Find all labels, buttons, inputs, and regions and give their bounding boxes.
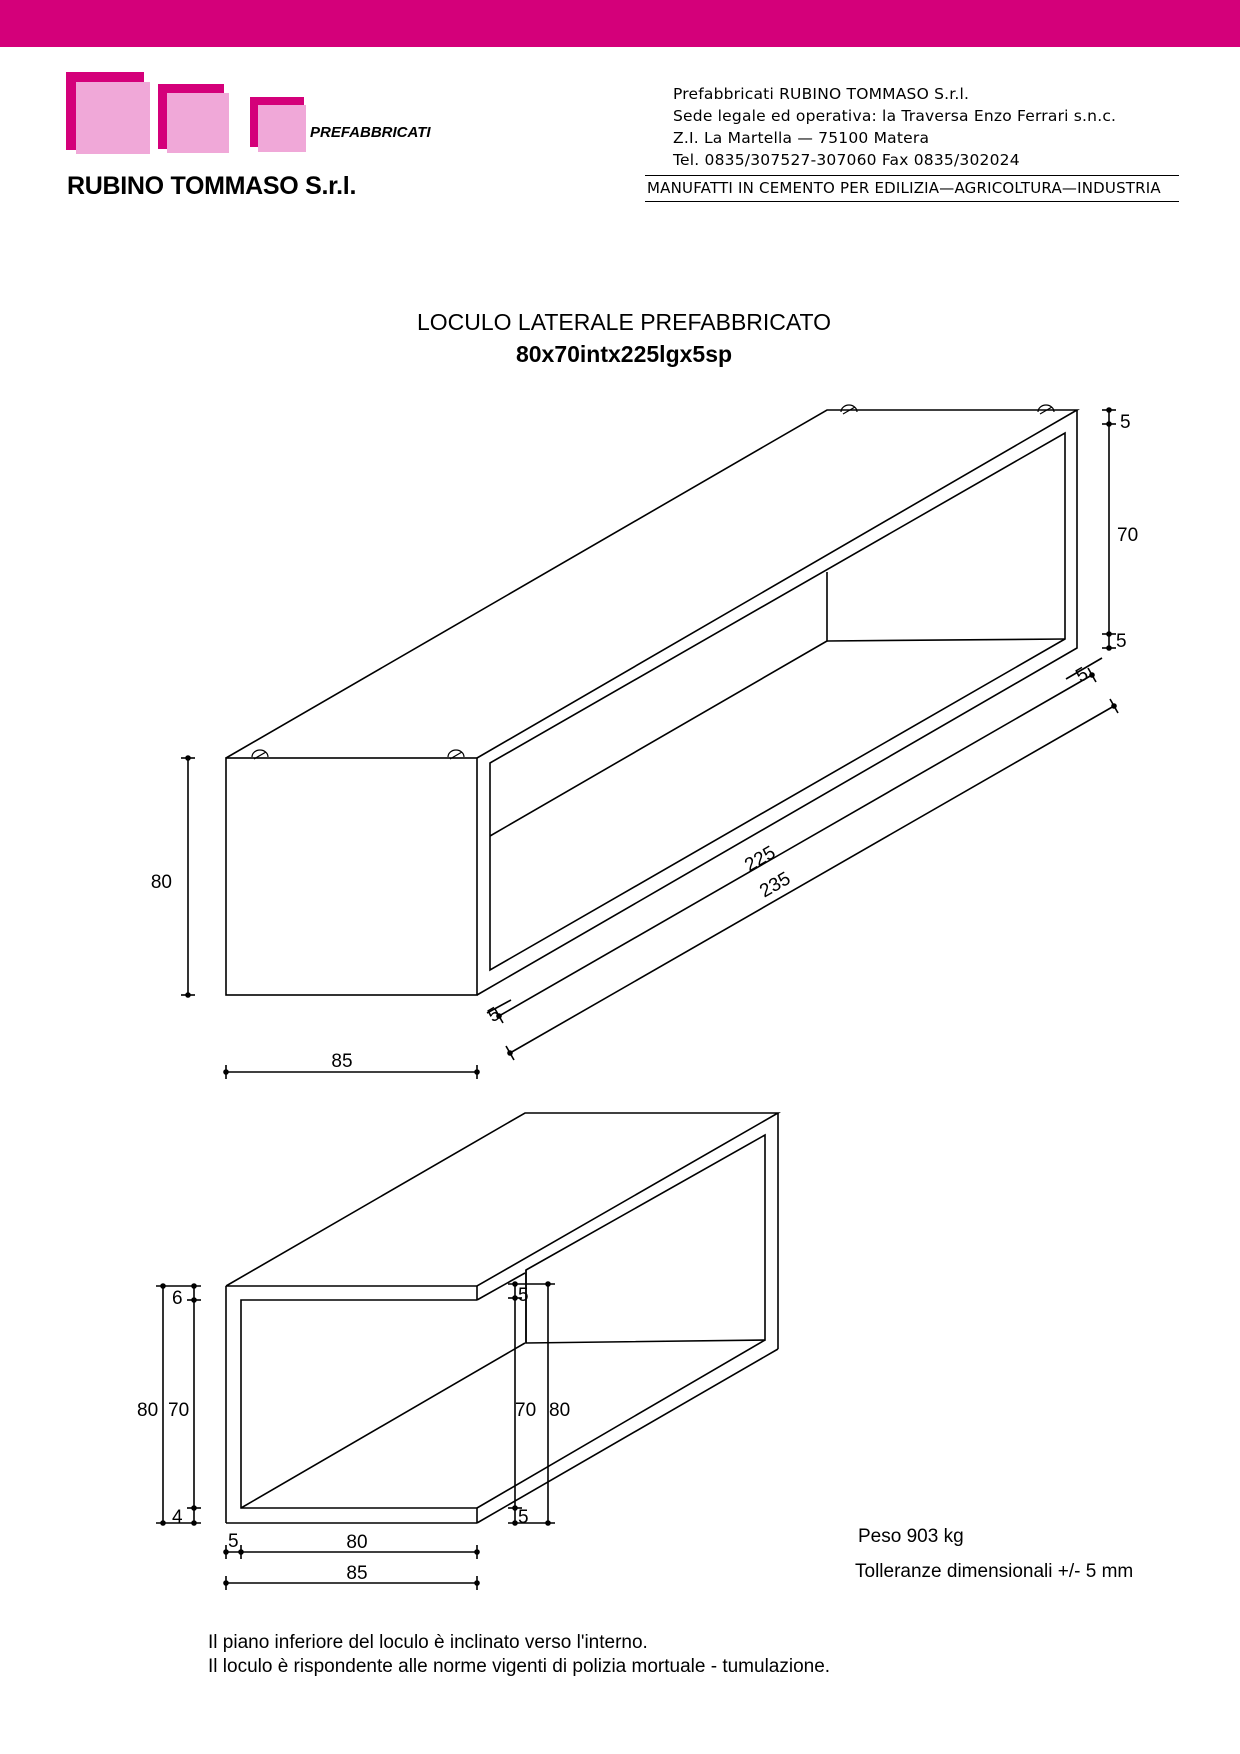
drawing-subtitle: 80x70intx225lgx5sp bbox=[515, 341, 733, 367]
dim-outer-length: 235 bbox=[756, 868, 794, 902]
top-color-bar bbox=[0, 0, 1240, 47]
company-logo bbox=[66, 72, 306, 154]
address-line: Prefabbricati RUBINO TOMMASO S.r.l. bbox=[673, 85, 970, 103]
dim-inner-width: 80 bbox=[346, 1532, 367, 1553]
logo-subtitle: PREFABBRICATI bbox=[310, 124, 431, 141]
company-address: Prefabbricati RUBINO TOMMASO S.r.l. Sede… bbox=[673, 83, 1116, 171]
dim-right-bottom: 5 bbox=[518, 1507, 529, 1528]
dim-right-top: 5 bbox=[518, 1285, 529, 1306]
loculo-perspective-drawing: 80 85 5 70 5 225 235 5 5 bbox=[151, 404, 1138, 1079]
dim-inner-height: 70 bbox=[1117, 525, 1138, 546]
company-tagline: MANUFATTI IN CEMENTO PER EDILIZIA—AGRICO… bbox=[645, 175, 1179, 202]
dim-wall: 5 bbox=[228, 1531, 239, 1552]
dim-left-outer: 80 bbox=[137, 1400, 158, 1421]
dim-back-wall: 5 bbox=[1072, 663, 1092, 686]
dim-bottom-thickness: 5 bbox=[1116, 631, 1127, 652]
address-line: Sede legale ed operativa: la Traversa En… bbox=[673, 107, 1117, 125]
dim-top-thickness: 5 bbox=[1120, 412, 1131, 433]
dim-left-top: 6 bbox=[172, 1288, 183, 1309]
address-line: Tel. 0835/307527-307060 Fax 0835/302024 bbox=[673, 151, 1020, 169]
loculo-section-drawing: 6 80 70 4 5 70 80 5 5 80 85 bbox=[137, 1112, 781, 1590]
note-line-1: Il piano inferiore del loculo è inclinat… bbox=[208, 1632, 648, 1653]
dim-inner-length: 225 bbox=[741, 842, 779, 876]
note-line-2: Il loculo è rispondente alle norme vigen… bbox=[208, 1656, 831, 1677]
address-line: Z.I. La Martella — 75100 Matera bbox=[673, 129, 930, 147]
dim-right-inner: 70 bbox=[515, 1400, 536, 1421]
weight-note: Peso 903 kg bbox=[858, 1526, 964, 1547]
tolerance-note: Tolleranze dimensionali +/- 5 mm bbox=[855, 1561, 1134, 1582]
dim-outer-width: 85 bbox=[346, 1563, 367, 1584]
dim-left-inner: 70 bbox=[168, 1400, 189, 1421]
dim-width: 85 bbox=[331, 1051, 352, 1072]
company-name: RUBINO TOMMASO S.r.l. bbox=[67, 172, 357, 200]
dim-left-bottom: 4 bbox=[172, 1507, 183, 1528]
dim-right-outer: 80 bbox=[549, 1400, 570, 1421]
dim-height: 80 bbox=[151, 872, 172, 893]
drawing-title: LOCULO LATERALE PREFABBRICATO bbox=[416, 309, 832, 335]
